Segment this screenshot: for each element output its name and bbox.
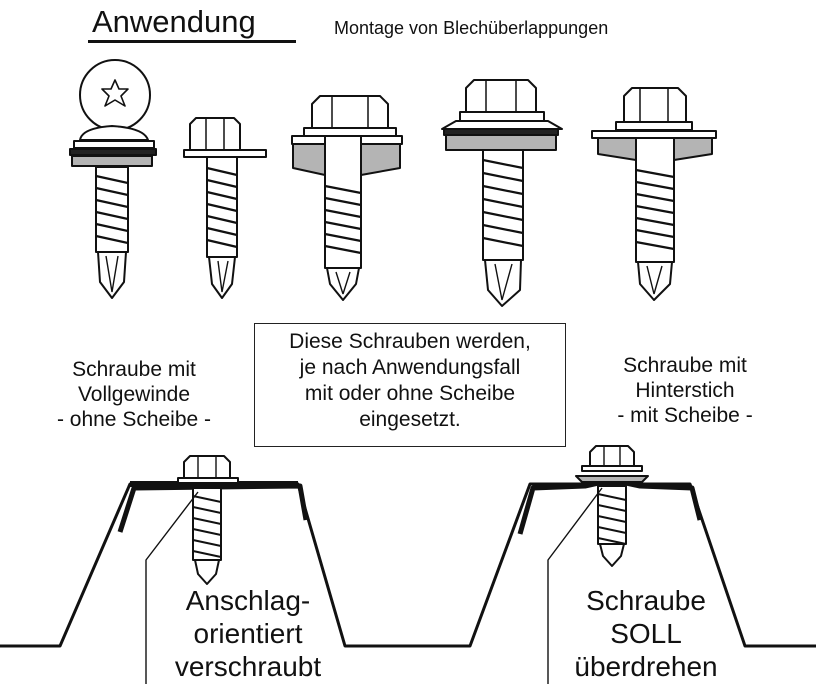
installed-hex-screw-left-icon xyxy=(177,455,239,585)
hex-head-screw-with-undercut-icon xyxy=(591,87,717,301)
label-line: verschraubt xyxy=(174,651,322,682)
info-line: mit oder ohne Scheibe xyxy=(304,382,516,405)
label-line: Anschlag- xyxy=(185,585,311,616)
label-line: orientiert xyxy=(193,618,303,649)
label-stop-oriented: Anschlag- orientiert verschraubt xyxy=(158,584,338,683)
title-underline xyxy=(88,40,296,43)
label-line: Hinterstich xyxy=(635,379,735,402)
info-box-text: Diese Schrauben werden, je nach Anwendun… xyxy=(254,329,566,433)
label-line: überdrehen xyxy=(574,651,718,682)
info-line: Diese Schrauben werden, xyxy=(289,330,531,353)
torx-pan-head-top-view-icon xyxy=(79,59,151,131)
leader-lines xyxy=(145,487,603,684)
label-full-thread-no-washer: Schraube mit Vollgewinde - ohne Scheibe … xyxy=(18,357,250,432)
hex-head-screw-with-large-washer-icon xyxy=(291,95,403,301)
label-line: - mit Scheibe - xyxy=(617,404,753,427)
info-line: je nach Anwendungsfall xyxy=(299,356,521,379)
info-line: eingesetzt. xyxy=(359,408,461,431)
label-line: SOLL xyxy=(610,618,682,649)
page-subtitle: Montage von Blechüberlappungen xyxy=(334,18,609,38)
hex-flange-screw-with-washer-icon xyxy=(441,79,563,307)
info-box xyxy=(254,323,566,447)
label-line: - ohne Scheibe - xyxy=(56,408,212,431)
label-undercut-with-washer: Schraube mit Hinterstich - mit Scheibe - xyxy=(578,353,792,428)
label-line: Schraube mit xyxy=(72,358,196,381)
installed-screw-with-washer-right-icon xyxy=(575,445,649,567)
hex-head-screw-icon xyxy=(183,117,267,299)
label-line: Vollgewinde xyxy=(77,383,191,406)
pan-head-screw-with-washer-icon xyxy=(69,125,157,299)
label-line: Schraube xyxy=(586,585,706,616)
page-title: Anwendung xyxy=(92,4,256,39)
label-should-overtighten: Schraube SOLL überdrehen xyxy=(558,584,734,683)
label-line: Schraube mit xyxy=(623,354,747,377)
